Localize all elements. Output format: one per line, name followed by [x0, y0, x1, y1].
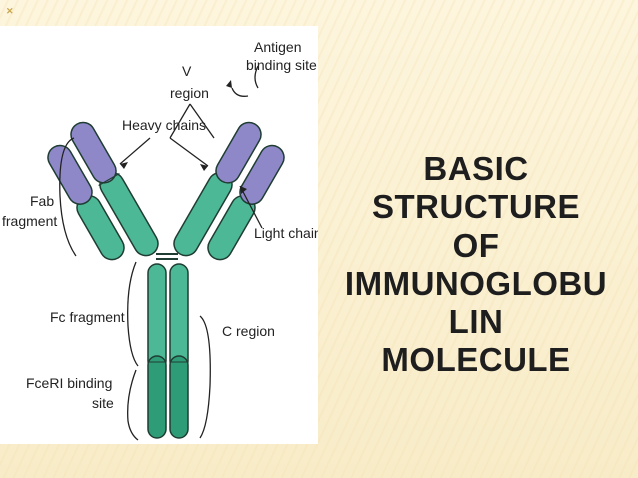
fc-stem [147, 263, 189, 439]
v-label-line1: V [182, 63, 192, 79]
v-label-line2: region [170, 85, 209, 101]
title-line: STRUCTURE [372, 188, 580, 226]
title-line: BASIC [423, 150, 529, 187]
annotation-lines [59, 65, 263, 441]
antibody-diagram: Antigen binding site V region Heavy chai… [0, 26, 318, 444]
light-chain-label: Light chain [254, 225, 318, 241]
title-line: MOLECULE [381, 341, 571, 379]
right-heavy-variable [215, 121, 262, 184]
fc-left-upper [147, 263, 167, 371]
fab-label-line1: Fab [30, 193, 54, 209]
right-fab-arm [173, 121, 285, 261]
fc-right-lower [169, 355, 189, 439]
slide-title: BASIC STRUCTURE OF IMMUNOGLOBU LIN MOLEC… [320, 150, 632, 380]
slide-corner-mark: ✕ [6, 6, 14, 16]
antigen-label-line2: binding site [246, 57, 317, 73]
right-light-variable [239, 144, 285, 205]
fc-left-lower [147, 355, 167, 439]
left-heavy-variable [70, 121, 117, 184]
annotation-arrowheads [120, 80, 247, 194]
title-line: IMMUNOGLOBU [344, 264, 608, 302]
left-fab-arm [47, 121, 159, 261]
fceri-label-line2: site [92, 395, 114, 411]
antigen-label-line1: Antigen [254, 39, 301, 55]
heavy-chains-label: Heavy chains [122, 117, 206, 133]
c-region-label: C region [222, 323, 275, 339]
fc-fragment-label: Fc fragment [50, 309, 125, 325]
hinge-disulfide [156, 253, 178, 260]
fceri-label-line1: FceRI binding [26, 375, 112, 391]
title-line: LIN [448, 303, 504, 341]
fab-label-line2: fragment [2, 213, 57, 229]
title-line: OF [452, 226, 500, 264]
fc-right-upper [169, 263, 189, 371]
